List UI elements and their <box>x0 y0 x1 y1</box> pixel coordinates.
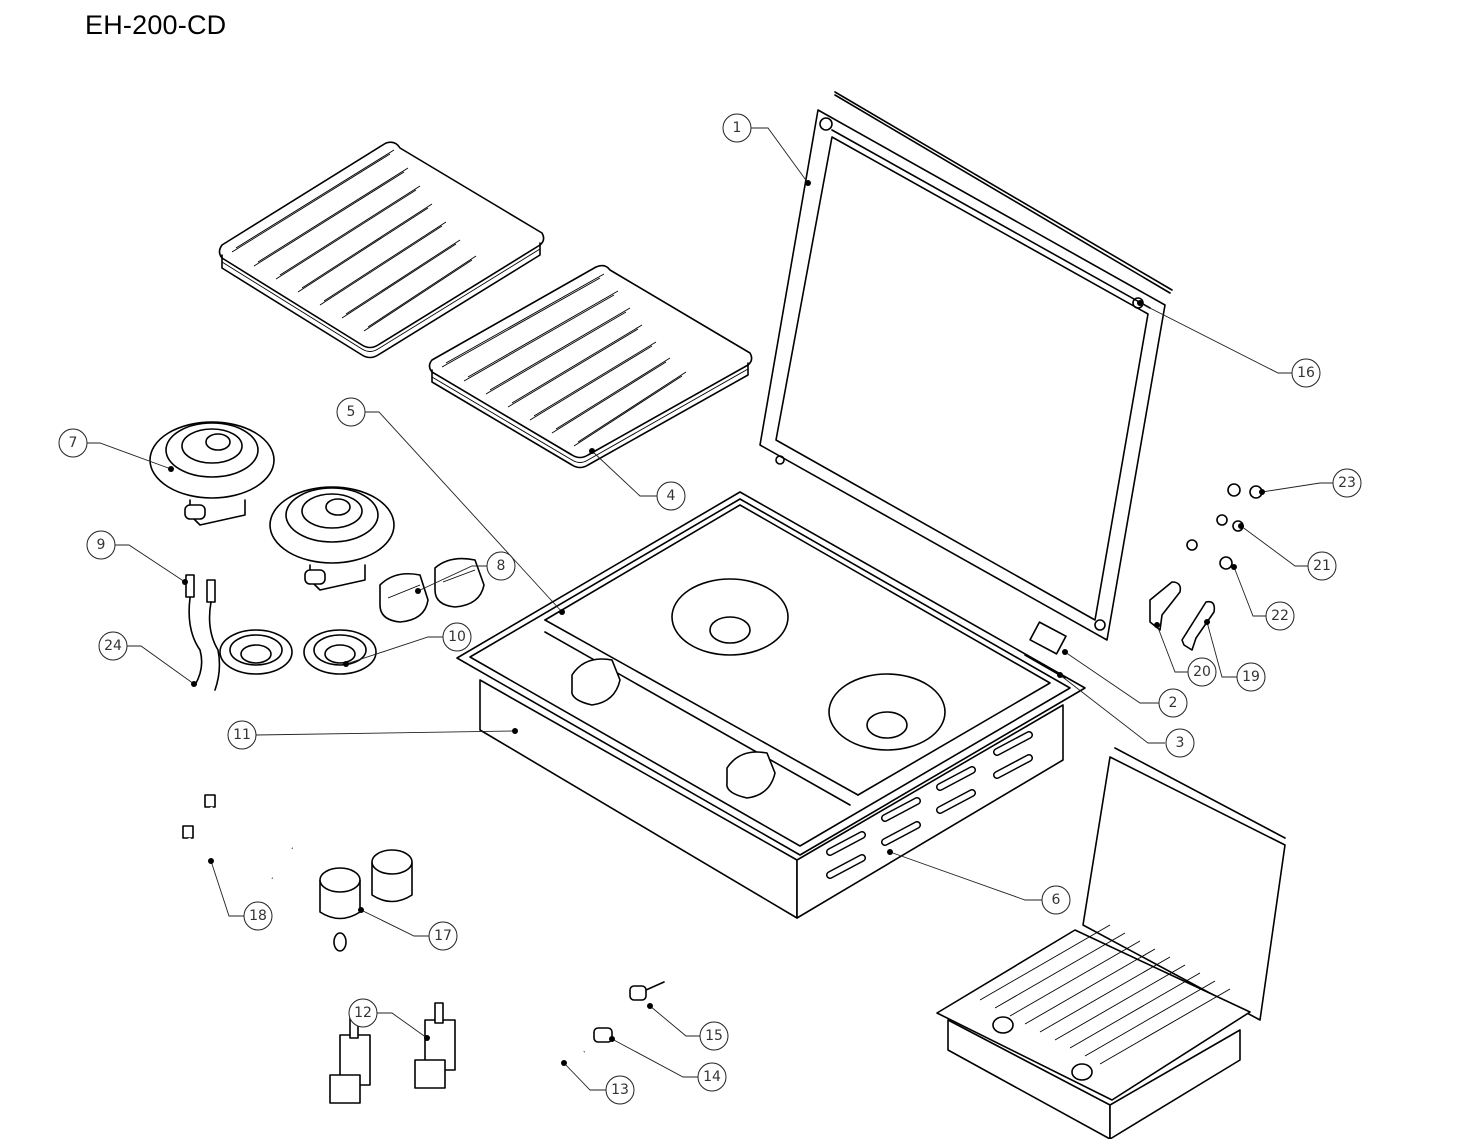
gas-valves <box>329 1002 456 1104</box>
callout-label: 18 <box>249 908 267 924</box>
callout-label: 22 <box>1271 608 1289 624</box>
cooking-grate-a <box>218 141 545 359</box>
callout-label: 14 <box>703 1069 721 1085</box>
callout-22: 22 <box>1265 601 1295 631</box>
hinge-hardware <box>1024 483 1263 679</box>
callout-label: 10 <box>448 629 466 645</box>
callout-18: 18 <box>243 901 273 931</box>
callout-5: 5 <box>336 397 366 427</box>
callout-2: 2 <box>1158 688 1188 718</box>
callout-label: 6 <box>1052 892 1061 908</box>
callout-10: 10 <box>442 622 472 652</box>
burner-housing <box>456 491 1086 919</box>
callout-label: 17 <box>434 928 452 944</box>
callout-label: 8 <box>497 558 506 574</box>
assembled-unit-preview <box>936 747 1286 1139</box>
igniter-electrodes <box>185 574 221 691</box>
control-knob-a <box>379 572 429 623</box>
callout-11: 11 <box>227 720 257 750</box>
callout-label: 7 <box>69 435 78 451</box>
callout-label: 5 <box>347 404 356 420</box>
callout-label: 15 <box>705 1028 723 1044</box>
callout-label: 3 <box>1176 735 1185 751</box>
lid <box>759 91 1173 641</box>
callouts: 1 2 3 4 5 6 7 8 9 10 11 12 13 14 15 16 1… <box>58 113 1362 1105</box>
gas-manifold <box>333 932 665 1068</box>
callout-15: 15 <box>699 1021 729 1051</box>
callout-7: 7 <box>58 428 88 458</box>
callout-label: 21 <box>1313 558 1331 574</box>
callout-6: 6 <box>1041 885 1071 915</box>
callout-13: 13 <box>605 1075 635 1105</box>
callout-12: 12 <box>348 998 378 1028</box>
callout-21: 21 <box>1307 551 1337 581</box>
burner-head-b <box>269 486 395 591</box>
callout-19: 19 <box>1236 662 1266 692</box>
callout-label: 16 <box>1297 365 1315 381</box>
callout-label: 4 <box>667 488 676 504</box>
callout-label: 12 <box>354 1005 372 1021</box>
callout-14: 14 <box>697 1062 727 1092</box>
callout-4: 4 <box>656 481 686 511</box>
cooking-grate-b <box>428 264 753 469</box>
diagram-title: EH-200-CD <box>85 10 227 40</box>
control-knob-b <box>434 557 485 608</box>
callout-label: 19 <box>1242 669 1260 685</box>
callout-label: 24 <box>104 638 122 654</box>
callout-17: 17 <box>428 921 458 951</box>
gas-flex-tubes <box>182 794 293 879</box>
callout-23: 23 <box>1332 468 1362 498</box>
burner-head-a <box>149 421 275 526</box>
callout-label: 1 <box>733 120 742 136</box>
callout-3: 3 <box>1165 728 1195 758</box>
callout-16: 16 <box>1291 358 1321 388</box>
callout-label: 23 <box>1338 475 1356 491</box>
burner-bowl-ring-b <box>303 629 377 675</box>
callout-label: 11 <box>233 727 251 743</box>
callout-9: 9 <box>86 530 116 560</box>
callout-20: 20 <box>1187 657 1217 687</box>
callout-label: 2 <box>1169 695 1178 711</box>
burner-bowl-ring-a <box>219 629 293 675</box>
callout-1: 1 <box>722 113 752 143</box>
callout-label: 9 <box>97 537 106 553</box>
callout-8: 8 <box>486 551 516 581</box>
callout-leaders <box>87 127 1333 1091</box>
callout-label: 20 <box>1193 664 1211 680</box>
knob-bezels <box>319 849 413 920</box>
callout-24: 24 <box>98 631 128 661</box>
callout-label: 13 <box>611 1082 629 1098</box>
